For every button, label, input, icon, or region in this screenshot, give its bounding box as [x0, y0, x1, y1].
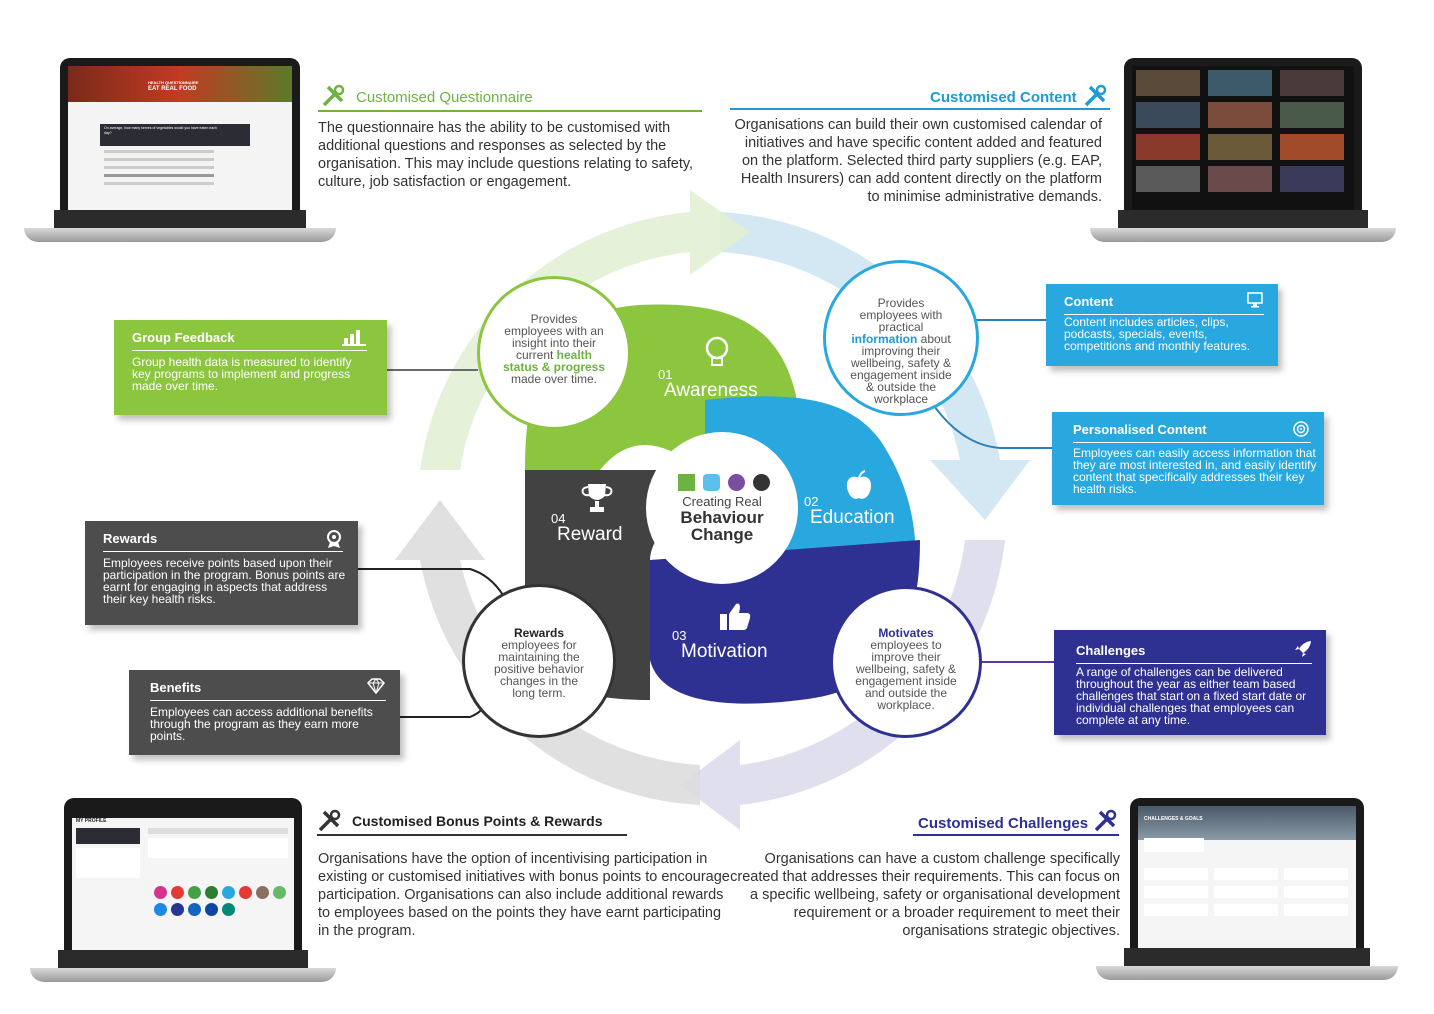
questionnaire-title-underline	[318, 110, 702, 112]
thumbs-up-icon	[718, 600, 752, 632]
personalised-content-body: Employees can easily access information …	[1073, 446, 1317, 496]
lightbulb-icon	[702, 336, 732, 370]
rewards-title: Rewards	[103, 531, 158, 546]
benefits-body: Employees can access additional benefits…	[150, 705, 373, 743]
content-box: Content Content includes articles, clips…	[1046, 284, 1278, 366]
rewards-box: Rewards Employees receive points based u…	[85, 521, 358, 625]
bonus-title: Customised Bonus Points & Rewards	[352, 813, 603, 829]
content-section-body: Organisations can build their own custom…	[734, 117, 1102, 205]
wrench-icon-content	[1083, 84, 1109, 108]
center-color-squares	[678, 474, 770, 492]
content-laptop	[1090, 58, 1396, 242]
questionnaire-laptop: HEALTH QUESTIONNAIRE EAT REAL FOOD On av…	[24, 58, 336, 242]
profile-laptop: MY PROFILE	[30, 798, 336, 982]
group-feedback-box: Group Feedback Group health data is meas…	[114, 320, 387, 415]
center-line1: Creating Real	[682, 494, 762, 509]
medal-icon	[325, 529, 343, 554]
motivation-label: 03 Motivation	[672, 628, 768, 662]
challenges-body: A range of challenges can be delivered t…	[1076, 665, 1307, 727]
challenges-laptop: CHALLENGES & GOALS	[1096, 798, 1398, 980]
personalised-content-box: Personalised Content Employees can easil…	[1052, 412, 1324, 505]
questionnaire-screen-question: On average, how many serves of vegetable…	[104, 126, 217, 135]
trophy-icon	[580, 482, 614, 514]
profile-badges	[154, 886, 294, 926]
challenges-screen-title: CHALLENGES & GOALS	[1144, 816, 1203, 822]
bonus-title-underline	[317, 834, 627, 836]
group-feedback-body: Group health data is measured to identif…	[132, 355, 352, 393]
awareness-label: 01 Awareness	[658, 367, 758, 401]
challenges-title-underline	[913, 834, 1119, 836]
reward-label: 04 Reward	[551, 511, 623, 545]
rocket-icon	[1294, 640, 1312, 663]
group-feedback-title: Group Feedback	[132, 330, 235, 345]
wrench-icon-bonus	[317, 809, 343, 833]
challenges-title: Challenges	[1076, 643, 1146, 658]
rewards-body: Employees receive points based upon thei…	[103, 556, 346, 606]
target-icon	[1292, 420, 1310, 443]
wrench-icon-questionnaire	[321, 84, 347, 108]
education-circle: Provides employees with practical inform…	[823, 260, 979, 416]
challenges-section-title: Customised Challenges	[918, 815, 1089, 832]
content-title: Content	[1064, 294, 1114, 309]
content-body: Content includes articles, clips, podcas…	[1064, 315, 1251, 353]
personalised-content-title: Personalised Content	[1073, 422, 1207, 437]
apple-icon	[844, 470, 874, 502]
profile-screen-title: MY PROFILE	[76, 818, 107, 824]
questionnaire-title: Customised Questionnaire	[356, 89, 533, 106]
center-line2: Behaviour	[680, 508, 764, 527]
education-label: 02 Education	[804, 494, 895, 528]
benefits-box: Benefits Employees can access additional…	[129, 670, 400, 755]
challenges-box: Challenges A range of challenges can be …	[1054, 630, 1326, 735]
questionnaire-screen-title: EAT REAL FOOD	[148, 86, 197, 92]
bar-chart-icon	[342, 328, 366, 351]
reward-circle: Rewards employees for maintaining the po…	[462, 584, 616, 738]
content-title-underline	[730, 108, 1110, 110]
questionnaire-body: The questionnaire has the ability to be …	[318, 120, 694, 190]
awareness-circle: Provides employees with an insight into …	[477, 276, 631, 430]
center-line3: Change	[690, 525, 754, 544]
diamond-icon	[366, 678, 386, 699]
questionnaire-screen-header: HEALTH QUESTIONNAIRE	[148, 80, 199, 85]
wrench-icon-challenges	[1093, 809, 1119, 833]
challenges-section-body: Organisations can have a custom challeng…	[730, 851, 1120, 939]
content-section-title: Customised Content	[930, 89, 1077, 106]
monitor-icon	[1246, 292, 1264, 313]
bonus-body: Organisations have the option of incenti…	[318, 851, 730, 939]
benefits-title: Benefits	[150, 680, 202, 695]
motivation-circle: Motivates employees to improve their wel…	[830, 586, 982, 738]
